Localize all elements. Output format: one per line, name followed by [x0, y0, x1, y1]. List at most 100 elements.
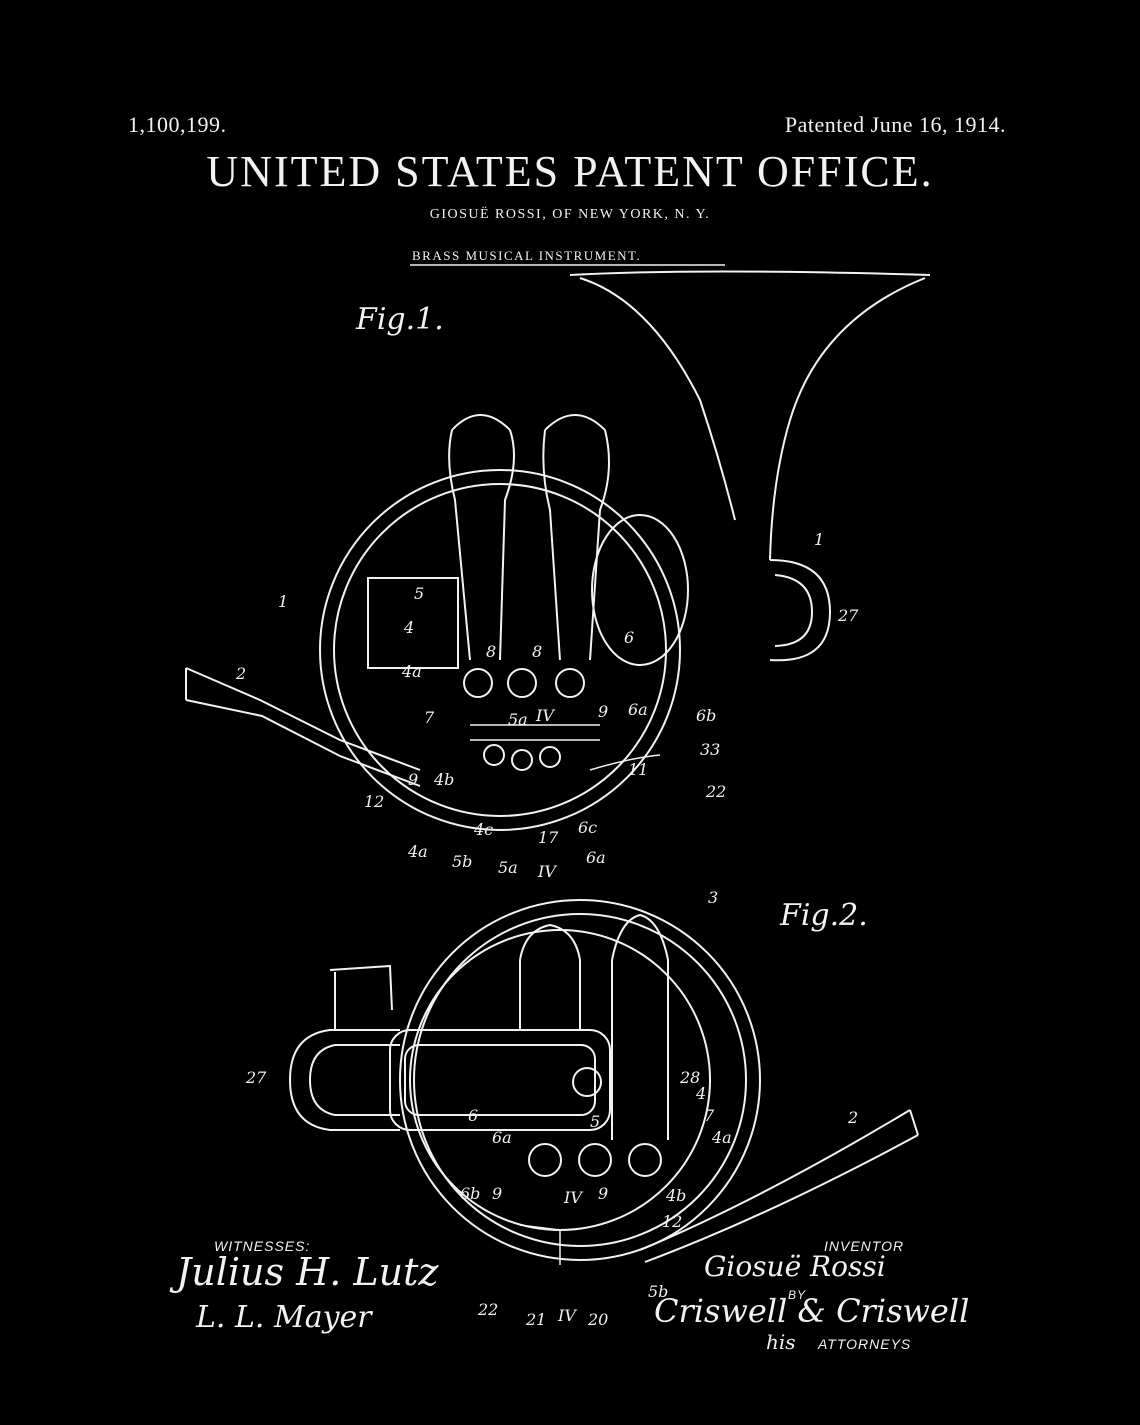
fig2-ref-2: 28 [680, 1068, 701, 1087]
fig2-ref-3: 4 [696, 1084, 707, 1103]
fig2-rotor-28 [572, 1067, 602, 1097]
fig2-valve-3 [628, 1143, 662, 1177]
fig1-ref-3: 2 [236, 664, 247, 683]
fig1-ref-0: 1 [278, 592, 289, 611]
fig1-ref-15: 6a [628, 700, 648, 719]
fig2-bell-stub [329, 964, 393, 1011]
fig2-leadpipe-top [639, 1109, 911, 1251]
fig1-slide-1 [448, 429, 471, 661]
fig1-lever [589, 754, 661, 771]
fig1-ref-25: 6c [578, 818, 598, 837]
fig1-ref-18: 11 [628, 760, 649, 779]
patent-number: 1,100,199. [128, 112, 227, 137]
fig1-ref-21: 4b [434, 770, 455, 789]
fig2-ref-9: 5 [590, 1112, 601, 1131]
fig2-ref-15: 12 [662, 1212, 683, 1231]
fig1-tube-block [367, 577, 459, 669]
fig2-inner-coil [413, 913, 747, 1247]
fig2-ref-14: 4b [666, 1186, 687, 1205]
fig2-leadpipe-bottom [644, 1134, 919, 1263]
fig1-ref-24: 17 [538, 828, 559, 847]
fig2-label: Fig.2. [780, 898, 868, 933]
fig1-inner-coil [333, 483, 667, 817]
fig1-ref-5: 4 [404, 618, 415, 637]
fig1-slide-2-top [544, 414, 606, 431]
fig1-valve-linkage [470, 724, 600, 741]
fig1-ref-9: 8 [532, 642, 543, 661]
fig1-ref-22: 4a [408, 842, 428, 861]
fig1-ref-20: 12 [364, 792, 385, 811]
fig1-drawing [185, 270, 931, 831]
witness-2-signature: L. L. Mayer [196, 1300, 372, 1335]
fig1-ref-29: IV [538, 862, 556, 881]
fig1-ref-17: 33 [700, 740, 721, 759]
fig2-loop-27 [288, 1029, 400, 1131]
attorney-signature: Criswell & Criswell [654, 1292, 970, 1330]
fig2-lever [519, 1224, 561, 1265]
fig2-ref-20: 5b [648, 1282, 669, 1301]
fig1-bell-rim [569, 270, 931, 276]
fig2-ref-1: 27 [246, 1068, 267, 1087]
fig1-ref-12: 5a [508, 710, 528, 729]
fig2-ref-19: 20 [588, 1310, 609, 1329]
fig2-ref-13: 9 [598, 1184, 609, 1203]
fig1-lower-valve-3 [539, 746, 561, 768]
fig1-leadpipe-bottom [185, 699, 421, 787]
witnesses-label: WITNESSES: [214, 1238, 311, 1254]
fig2-ref-11: 9 [492, 1184, 503, 1203]
fig1-ref-10: 7 [424, 708, 435, 727]
fig2-ref-0: 3 [708, 888, 719, 907]
fig2-mouthpiece [909, 1109, 919, 1136]
fig1-ref-4: 5 [414, 584, 425, 603]
fig1-ref-28: 6a [586, 848, 606, 867]
fig1-ref-2: 27 [838, 606, 859, 625]
fig1-valve-2 [507, 668, 537, 698]
fig1-slide-1b [499, 429, 515, 661]
fig1-slide-1-top [451, 414, 511, 431]
fig2-valve-1 [528, 1143, 562, 1177]
fig2-ref-16: 22 [478, 1300, 499, 1319]
fig2-loop-27-inner [308, 1044, 400, 1116]
fig1-bell-right [769, 277, 926, 561]
fig1-main-coil [319, 469, 681, 831]
fig2-valve-2 [578, 1143, 612, 1177]
witness-1-signature: Julius H. Lutz [176, 1250, 439, 1294]
inventor-label: INVENTOR [824, 1238, 905, 1254]
fig1-ref-27: 5a [498, 858, 518, 877]
fig1-ref-14: 9 [598, 702, 609, 721]
fig2-main-coil [399, 899, 761, 1261]
fig1-valve-3 [555, 668, 585, 698]
patent-date: Patented June 16, 1914. [784, 112, 1006, 137]
fig2-ref-17: 21 [526, 1310, 547, 1329]
fig2-ref-10: 6b [460, 1184, 481, 1203]
fig1-ref-6: 4a [402, 662, 422, 681]
inventor-signature: Giosuë Rossi [704, 1250, 886, 1283]
fig1-ref-26: 5b [452, 852, 473, 871]
fig2-ref-5: 7 [704, 1106, 715, 1125]
fig2-ref-4: 6 [468, 1106, 479, 1125]
fig1-loop-27 [769, 559, 832, 662]
fig1-bell-left [579, 277, 736, 521]
fig1-ref-7: 6 [624, 628, 635, 647]
fig2-rect-slide-inner [404, 1044, 596, 1116]
fig1-ref-8: 8 [486, 642, 497, 661]
office-title: UNITED STATES PATENT OFFICE. [206, 147, 934, 196]
fig2-ref-7: 2 [848, 1108, 859, 1127]
fig1-ref-23: 4c [474, 820, 494, 839]
fig1-ref-11: 9 [408, 770, 419, 789]
fig1-slide-2 [542, 429, 561, 661]
fig2-slide-a [519, 923, 581, 1030]
fig1-valve-1 [463, 668, 493, 698]
fig2-drawing [288, 899, 919, 1265]
by-label: BY [788, 1288, 807, 1302]
fig2-rect-slide [389, 1029, 611, 1131]
invention-title: BRASS MUSICAL INSTRUMENT. [412, 248, 642, 263]
fig2-ref-8: 6a [492, 1128, 512, 1147]
fig2-slide-b [611, 913, 669, 1140]
fig1-slide-6 [591, 514, 689, 666]
attorneys-label: ATTORNEYS [818, 1336, 912, 1352]
fig1-label: Fig.1. [356, 302, 444, 337]
attorney-sub-signature: his [766, 1330, 796, 1354]
fig1-lower-valve-1 [483, 744, 505, 766]
